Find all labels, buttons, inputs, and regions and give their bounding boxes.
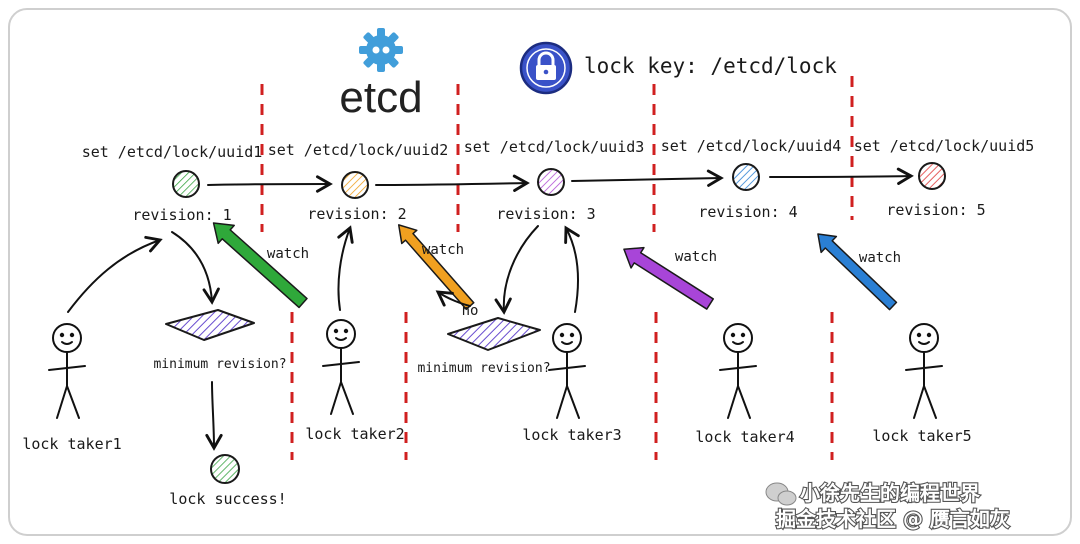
taker-label-2: lock taker2	[305, 425, 404, 443]
chain-arrow	[375, 174, 530, 192]
watch-label-4: watch	[859, 250, 901, 266]
flow-arrows	[67, 225, 580, 451]
success-label: lock success!	[169, 490, 286, 508]
revision-label-3: revision: 3	[496, 205, 595, 223]
taker3-to-node-arrow	[564, 225, 580, 313]
watch-arrow-blue	[817, 233, 898, 311]
lock-key-header: lock key: /etcd/lock	[519, 41, 837, 95]
watermark: 小徐先生的编程世界 掘金技术社区 @ 赝言如灰	[765, 480, 1011, 532]
taker-label-1: lock taker1	[22, 435, 121, 453]
revision-label-4: revision: 4	[698, 203, 797, 221]
etcd-gear-icon	[359, 28, 403, 72]
decision-label-2: minimum revision?	[417, 361, 550, 376]
frame-border	[8, 8, 1072, 536]
decision-diamond-1	[165, 309, 255, 341]
taker-label-4: lock taker4	[695, 428, 794, 446]
watch-label-2: watch	[422, 242, 464, 258]
revision-nodes	[172, 162, 946, 199]
stick-figure-5	[905, 323, 943, 419]
node-to-decision-arrow-3	[494, 225, 539, 315]
stick-figure-4	[719, 323, 757, 419]
decision-to-success-arrow	[205, 381, 223, 451]
revision-node-1	[172, 170, 200, 198]
success-node	[210, 454, 240, 484]
stick-figure-2	[322, 319, 360, 415]
revision-node-4	[732, 163, 760, 191]
taker-label-5: lock taker5	[872, 427, 971, 445]
revision-label-1: revision: 1	[132, 206, 231, 224]
stick-figure-3	[548, 323, 586, 419]
set-label-4: set /etcd/lock/uuid4	[661, 137, 842, 155]
watch-arrow-purple	[623, 246, 714, 310]
revision-node-2	[341, 171, 369, 199]
no-arrow	[435, 290, 471, 307]
watermark-line-2: 掘金技术社区 @ 赝言如灰	[776, 507, 1010, 531]
decision-label-1: minimum revision?	[153, 357, 286, 372]
taker-labels: lock taker1 lock taker2 lock taker3 lock…	[22, 425, 971, 453]
watch-labels: watch watch watch watch	[267, 242, 901, 266]
etcd-logo: etcd	[332, 22, 430, 122]
watermark-line-1: 小徐先生的编程世界	[800, 481, 980, 505]
revision-labels: revision: 1 revision: 2 revision: 3 revi…	[132, 201, 985, 224]
set-label-1: set /etcd/lock/uuid1	[82, 143, 263, 161]
decision-diamonds	[165, 309, 541, 351]
chain-arrows	[207, 167, 914, 193]
set-label-3: set /etcd/lock/uuid3	[464, 138, 645, 156]
stick-figure-1	[48, 323, 86, 419]
taker1-to-node-arrow	[67, 235, 163, 313]
watch-arrows	[212, 222, 898, 311]
set-label-5: set /etcd/lock/uuid5	[854, 137, 1035, 155]
node-to-decision-arrow	[171, 231, 220, 305]
wechat-icon	[765, 482, 797, 506]
watch-label-3: watch	[675, 249, 717, 265]
taker2-to-node-arrow	[337, 225, 354, 311]
lock-key-label: lock key: /etcd/lock	[584, 54, 837, 78]
revision-label-2: revision: 2	[307, 205, 406, 223]
watch-label-1: watch	[267, 246, 309, 262]
chain-arrow	[207, 175, 333, 193]
set-labels: set /etcd/lock/uuid1 set /etcd/lock/uuid…	[82, 137, 1035, 161]
etcd-logo-text: etcd	[339, 73, 422, 122]
revision-label-5: revision: 5	[886, 201, 985, 219]
decision-diamond-2	[447, 317, 541, 351]
watch-arrow-orange	[397, 224, 475, 311]
revision-node-5	[918, 162, 946, 190]
chain-arrow	[769, 167, 914, 185]
watch-arrow-green	[212, 222, 308, 309]
set-label-2: set /etcd/lock/uuid2	[268, 141, 449, 159]
taker-label-3: lock taker3	[522, 426, 621, 444]
column-dividers	[260, 76, 854, 460]
no-label: no	[462, 303, 479, 319]
lock-takers	[48, 319, 943, 419]
revision-node-3	[537, 168, 565, 196]
chain-arrow	[571, 169, 724, 187]
